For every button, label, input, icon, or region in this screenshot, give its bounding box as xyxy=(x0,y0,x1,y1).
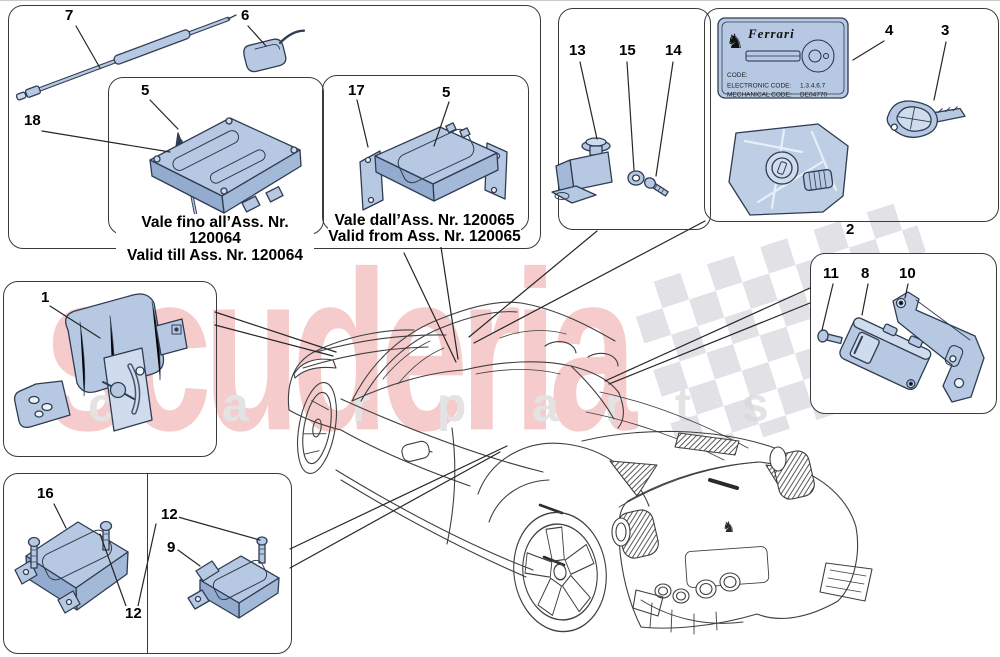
part-15-washer xyxy=(627,170,645,186)
part-14-screw xyxy=(643,177,669,197)
part-13-motion-sensor xyxy=(551,137,613,204)
ferrari-horse-icon: ♞ xyxy=(726,29,744,53)
part-number-label-5: 5 xyxy=(441,84,452,101)
validity-note-from: Vale dall’Ass. Nr. 120065 Valid from Ass… xyxy=(328,212,521,247)
card-electronic-label: ELECTRONIC CODE: xyxy=(727,83,791,90)
part-number-label-13: 13 xyxy=(568,42,587,59)
callout-lines xyxy=(41,25,947,607)
engine-vent-center xyxy=(674,432,740,456)
group-box-alarm-siren xyxy=(3,281,217,457)
part-number-label-6: 6 xyxy=(240,7,251,24)
part-number-label-17: 17 xyxy=(347,82,366,99)
validity-until-line2: Valid till Ass. Nr. 120064 xyxy=(126,246,304,264)
headlight xyxy=(293,358,337,379)
watermark-letter: p xyxy=(437,379,467,432)
part-number-label-9: 9 xyxy=(166,539,177,556)
part-number-label-8: 8 xyxy=(860,265,871,282)
car-line-drawing: ♞ xyxy=(287,301,873,635)
validity-from-line1: Vale dall’Ass. Nr. 120065 xyxy=(334,212,515,229)
card-code-label: CODE: xyxy=(727,72,748,79)
part-8-receiver-module xyxy=(839,317,932,391)
part-6-roof-antenna xyxy=(243,29,306,73)
part-10-bracket xyxy=(892,291,985,403)
part-9-control-unit-b xyxy=(187,536,280,619)
page-top-rule xyxy=(0,0,1000,1)
part-number-label-14: 14 xyxy=(664,42,683,59)
front-wheel xyxy=(297,382,337,474)
group-box-key-set xyxy=(704,8,999,222)
exhaust-tips xyxy=(654,572,741,604)
part-number-label-15: 15 xyxy=(618,42,637,59)
card-mechanical-label: MECHANICAL CODE: xyxy=(727,92,792,99)
part-number-label-10: 10 xyxy=(898,265,917,282)
ferrari-script-badge xyxy=(708,478,739,490)
part-5-ecu-until xyxy=(149,117,302,214)
part-number-label-5: 5 xyxy=(140,82,151,99)
part-number-label-12: 12 xyxy=(124,605,143,622)
part-3-key-fob xyxy=(886,100,966,139)
part-number-label-3: 3 xyxy=(940,22,951,39)
validity-until-line1: Vale fino all’Ass. Nr. 120064 xyxy=(141,214,289,248)
part-number-label-2: 2 xyxy=(845,221,856,238)
rear-wheel xyxy=(513,511,607,633)
validity-note-until: Vale fino all’Ass. Nr. 120064 Valid till… xyxy=(116,214,314,265)
validity-from-line2: Valid from Ass. Nr. 120065 xyxy=(328,228,521,246)
part-number-label-11: 11 xyxy=(822,265,840,282)
part-7-antenna-cable xyxy=(15,14,237,101)
engine-vent-left xyxy=(609,460,658,497)
part-11-screw xyxy=(817,329,843,345)
part-5-ecu-from xyxy=(359,122,508,211)
part-number-label-18: 18 xyxy=(23,112,42,129)
part-number-label-12: 12 xyxy=(160,506,179,523)
part-number-label-7: 7 xyxy=(64,7,75,24)
prancing-horse-badge-icon: ♞ xyxy=(722,518,735,536)
door-mirror xyxy=(401,440,430,462)
card-brand: Ferrari xyxy=(747,26,795,41)
watermark-letter: a xyxy=(222,379,249,432)
group-box-siren xyxy=(558,8,711,230)
part-number-label-16: 16 xyxy=(36,485,55,502)
watermark-letter: a xyxy=(532,379,559,432)
card-electronic-value: 1.3.4.6.7 xyxy=(800,83,826,90)
part-number-label-4: 4 xyxy=(884,22,895,39)
part-4-code-card: ♞ Ferrari CODE: ELECTRONIC CODE: 1.3.4.6… xyxy=(717,17,849,99)
part-number-label-1: 1 xyxy=(40,289,51,306)
part-16-control-unit-a xyxy=(14,520,129,614)
part-2-lock-kit-bag xyxy=(728,123,849,216)
card-mechanical-value: DE04770 xyxy=(800,92,827,99)
part-1-alarm-siren xyxy=(13,293,188,432)
